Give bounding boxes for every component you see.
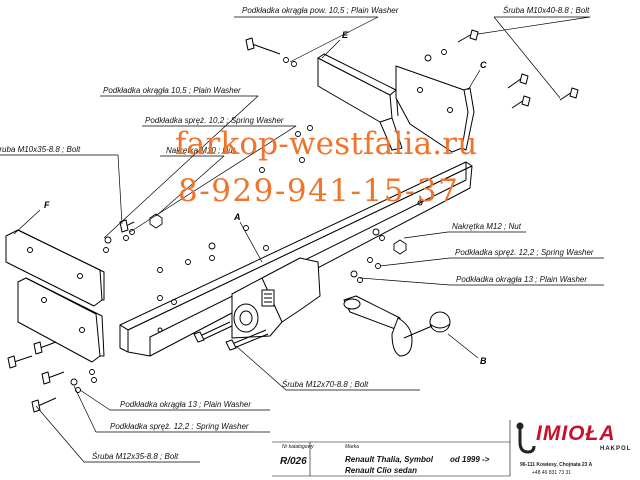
label-spring-washer-10-2: Podkładka spręż. 10,2 ; Spring Washer — [145, 116, 284, 125]
bolts-m12x35 — [7, 341, 65, 413]
label-bolt-m10x35: Śruba M10x35-8.8 ; Bolt — [0, 145, 81, 154]
title-block-frame — [272, 420, 511, 477]
label-spring-washer-12-2-right: Podkładka spręż. 12,2 ; Spring Washer — [455, 248, 594, 257]
production-year: od 1999 -> — [450, 455, 490, 464]
vehicle-line-2: Renault Clio sedan — [345, 466, 418, 475]
bracket-lower-left — [17, 277, 105, 363]
catalog-number: R/026 — [280, 456, 307, 467]
towball-b — [343, 295, 451, 357]
watermark-phone: 8-929-941-15-37 — [178, 173, 460, 209]
label-spring-washer-12-2-left: Podkładka spręż. 12,2 ; Spring Washer — [110, 422, 249, 431]
label-nut-m12: Nakrętka M12 ; Nut — [452, 222, 521, 231]
brand-label: Marka — [345, 444, 359, 450]
part-label-b: B — [480, 356, 487, 366]
label-plain-washer-13-right: Podkładka okrągła 13 ; Plain Washer — [456, 275, 588, 284]
label-plain-washer-10-5-top: Podkładka okrągła pow. 10,5 ; Plain Wash… — [242, 6, 399, 15]
bracket-e — [317, 53, 403, 151]
label-plain-washer-13-left: Podkładka okrągła 13 ; Plain Washer — [120, 400, 252, 409]
label-bolt-m10x40: Śruba M10x40-8.8 ; Bolt — [503, 6, 590, 15]
label-bolt-m12x35: Śruba M12x35-8.8 ; Bolt — [92, 452, 179, 461]
catalog-label: Nr katalogowy — [282, 444, 314, 450]
company-phone: +48 46 831 73 31 — [532, 470, 572, 476]
part-label-f: F — [44, 200, 50, 210]
bracket-f — [5, 229, 105, 307]
company-sub: HAKPOL — [600, 446, 632, 452]
bolts-m12x70 — [193, 321, 269, 351]
washers-and-nuts — [70, 49, 447, 393]
label-plain-washer-10-5-left: Podkładka okrągła 10,5 ; Plain Washer — [103, 86, 241, 95]
bolts-m10x40 — [245, 29, 579, 109]
watermark-site: farkop-westfalia.ru — [175, 126, 478, 162]
label-nut-m10: Nakrętka M10 ; Nut — [166, 146, 235, 155]
bracket-c — [395, 65, 475, 153]
towhook-logo-icon — [516, 422, 536, 454]
part-label-a: A — [234, 212, 241, 222]
label-bolt-m12x70: Śruba M12x70-8.8 ; Bolt — [282, 380, 369, 389]
company-logo: IMIOŁA — [536, 422, 616, 445]
vehicle-line-1: Renault Thalia, Symbol — [345, 455, 434, 464]
part-label-c: C — [480, 60, 487, 70]
leader-lines — [0, 16, 604, 463]
part-label-e: E — [342, 30, 349, 40]
company-logo-block: IMIOŁA HAKPOL 96-111 Kowiesy, Chojnata 2… — [510, 420, 638, 480]
company-address: 96-111 Kowiesy, Chojnata 23 A — [520, 462, 593, 468]
center-mounting-plate — [231, 257, 321, 339]
